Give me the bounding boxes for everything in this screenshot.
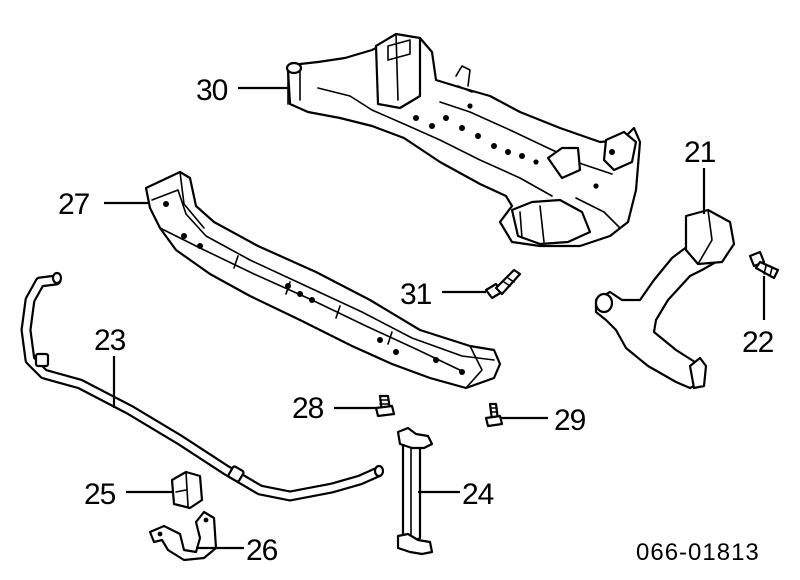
bushing-part-25 [170,470,204,510]
callout-29: 29 [554,404,586,437]
bolt-part-29 [484,402,504,428]
lower-arm-part-21 [594,208,736,390]
callout-30: 30 [196,74,228,107]
callout-26: 26 [246,534,278,567]
callout-22: 22 [742,326,774,359]
leader-lines [104,86,766,550]
cross-brace-part-27 [144,170,502,390]
clamp-part-26 [148,510,218,562]
callout-21: 21 [684,136,716,169]
callout-28: 28 [292,392,324,425]
callout-labels: 30 27 21 22 31 23 28 29 24 25 26 066-018… [58,74,775,567]
bolt-part-22 [748,250,780,280]
bolt-part-28 [374,394,396,418]
stabilizer-link-part-24 [396,426,434,556]
callout-31: 31 [400,278,432,311]
bolt-part-31 [484,268,522,300]
callout-27: 27 [58,188,90,221]
callout-24: 24 [462,478,494,511]
figure-code: 066-01813 [636,539,760,566]
stabilizer-bar-part-23 [20,271,385,502]
callout-25: 25 [84,478,116,511]
crossmember-part-30 [285,32,642,248]
callout-23: 23 [94,324,126,357]
